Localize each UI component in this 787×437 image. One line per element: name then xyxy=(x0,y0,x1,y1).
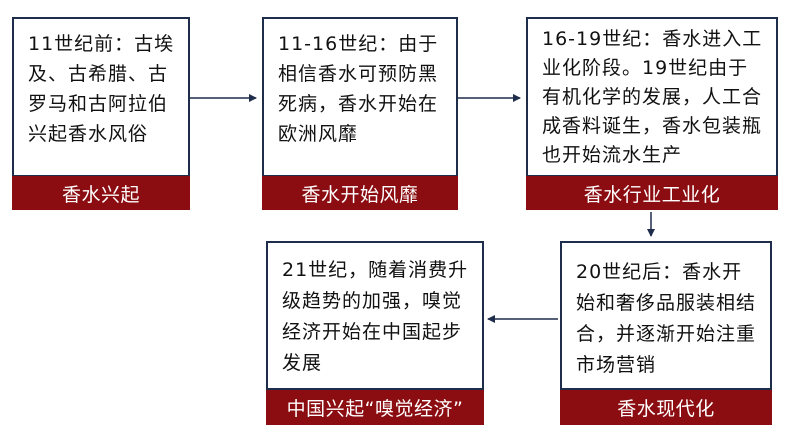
stage-label-3: 香水行业工业化 xyxy=(526,176,778,210)
stage-text-4: 20世纪后：香水开始和奢侈品服装相结合，并逐渐开始注重市场营销 xyxy=(576,261,757,376)
stage-box-4: 20世纪后：香水开始和奢侈品服装相结合，并逐渐开始注重市场营销 xyxy=(560,241,772,390)
stage-text-3: 16-19世纪：香水进入工业化阶段。19世纪由于有机化学的发展，人工合成香料诞生… xyxy=(542,28,763,166)
stage-text-1: 11世纪前：古埃及、古希腊、古罗马和古阿拉伯兴起香水风俗 xyxy=(28,33,175,145)
stage-text-5: 21世纪，随着消费升级趋势的加强，嗅觉经济开始在中国起步发展 xyxy=(282,259,469,374)
stage-box-5: 21世纪，随着消费升级趋势的加强，嗅觉经济开始在中国起步发展 xyxy=(266,241,484,390)
stage-box-1: 11世纪前：古埃及、古希腊、古罗马和古阿拉伯兴起香水风俗 xyxy=(12,17,190,177)
stage-label-2: 香水开始风靡 xyxy=(262,176,458,210)
stage-box-3: 16-19世纪：香水进入工业化阶段。19世纪由于有机化学的发展，人工合成香料诞生… xyxy=(526,17,778,177)
stage-box-2: 11-16世纪：由于相信香水可预防黑死病，香水开始在欧洲风靡 xyxy=(262,17,458,177)
stage-label-1: 香水兴起 xyxy=(12,176,190,210)
stage-label-4: 香水现代化 xyxy=(560,390,772,425)
stage-label-5: 中国兴起“嗅觉经济” xyxy=(266,390,484,425)
stage-text-2: 11-16世纪：由于相信香水可预防黑死病，香水开始在欧洲风靡 xyxy=(278,33,439,145)
